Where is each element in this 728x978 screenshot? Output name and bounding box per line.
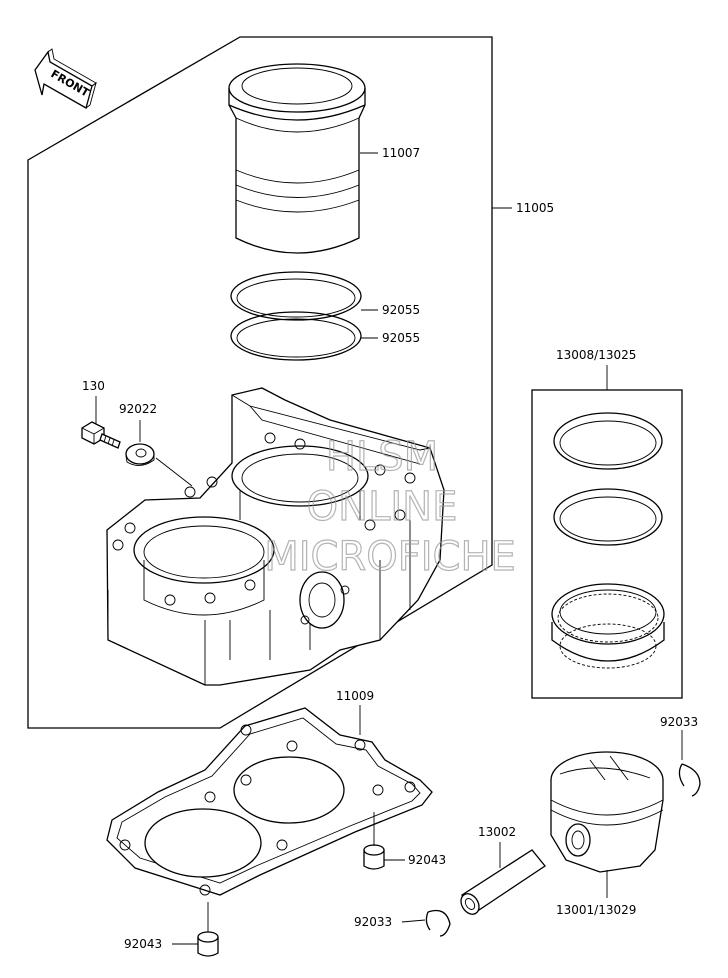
label-92022: 92022 (119, 402, 157, 416)
label-92033-upper: 92033 (660, 715, 698, 729)
piston-ring-second-part (553, 488, 663, 546)
piston-ring-upper-part (230, 271, 362, 321)
piston-ring-lower-part (230, 311, 362, 361)
label-13008-13025: 13008/13025 (556, 348, 636, 362)
label-13002: 13002 (478, 825, 516, 839)
label-11007: 11007 (382, 146, 420, 160)
circlip-lower-part (425, 909, 451, 937)
piston-part (550, 751, 664, 873)
dowel-pin-upper-part (363, 844, 385, 870)
label-92055-lower: 92055 (382, 331, 420, 345)
oil-ring-part (551, 583, 665, 669)
watermark-line1: HLSM (326, 434, 438, 480)
label-11005: 11005 (516, 201, 554, 215)
label-92033-lower: 92033 (354, 915, 392, 929)
cylinder-block-part (106, 387, 445, 686)
label-13001-13029: 13001/13029 (556, 903, 636, 917)
cylinder-base-gasket-part (106, 707, 433, 896)
watermark: HLSM ONLINE MICROFICHE (264, 433, 517, 580)
cylinder-sleeve-part (228, 63, 366, 254)
leader-lines (95, 152, 683, 945)
bolt-part (81, 421, 121, 449)
cylinder-assembly-outline (27, 36, 493, 729)
piston-pin-part (460, 849, 546, 915)
label-92055-upper: 92055 (382, 303, 420, 317)
label-130: 130 (82, 379, 105, 393)
washer-part (125, 443, 155, 466)
watermark-line2: ONLINE (307, 484, 458, 530)
label-92043-lower: 92043 (124, 937, 162, 951)
circlip-upper-part (678, 763, 701, 797)
front-arrow-icon: FRONT (34, 48, 97, 109)
watermark-line3: MICROFICHE (264, 534, 516, 580)
dowel-pin-lower-part (197, 931, 219, 957)
label-92043-upper: 92043 (408, 853, 446, 867)
label-11009: 11009 (336, 689, 374, 703)
piston-ring-top-part (553, 412, 663, 470)
